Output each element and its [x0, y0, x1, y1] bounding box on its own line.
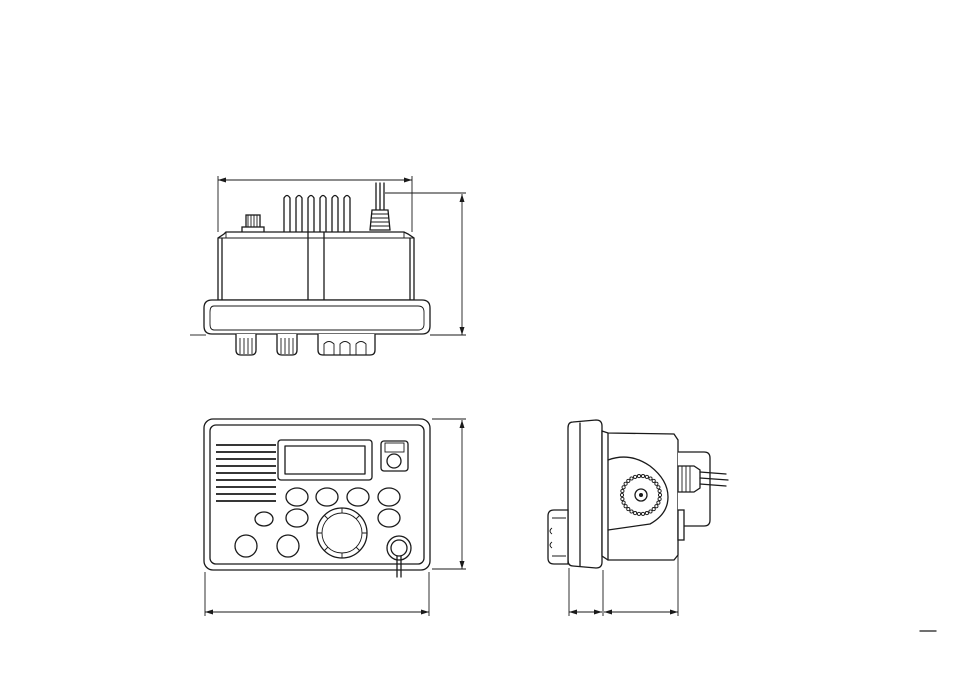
top-bezel [204, 300, 430, 334]
top-housing [218, 232, 414, 300]
top-knobs [236, 334, 375, 355]
cable-gland [370, 183, 390, 230]
side-bezel [568, 420, 602, 568]
heat-sink-fins [284, 196, 350, 233]
bracket-knob-hub [639, 493, 643, 497]
front-view [204, 419, 466, 616]
rear-cable [678, 452, 728, 540]
side-view [548, 420, 728, 616]
page-mark [915, 620, 941, 634]
side-knob [548, 510, 568, 564]
top-view [190, 176, 466, 355]
front-height-dimension [432, 419, 466, 569]
antenna-connector [242, 215, 264, 233]
front-width-dimension [205, 572, 429, 616]
